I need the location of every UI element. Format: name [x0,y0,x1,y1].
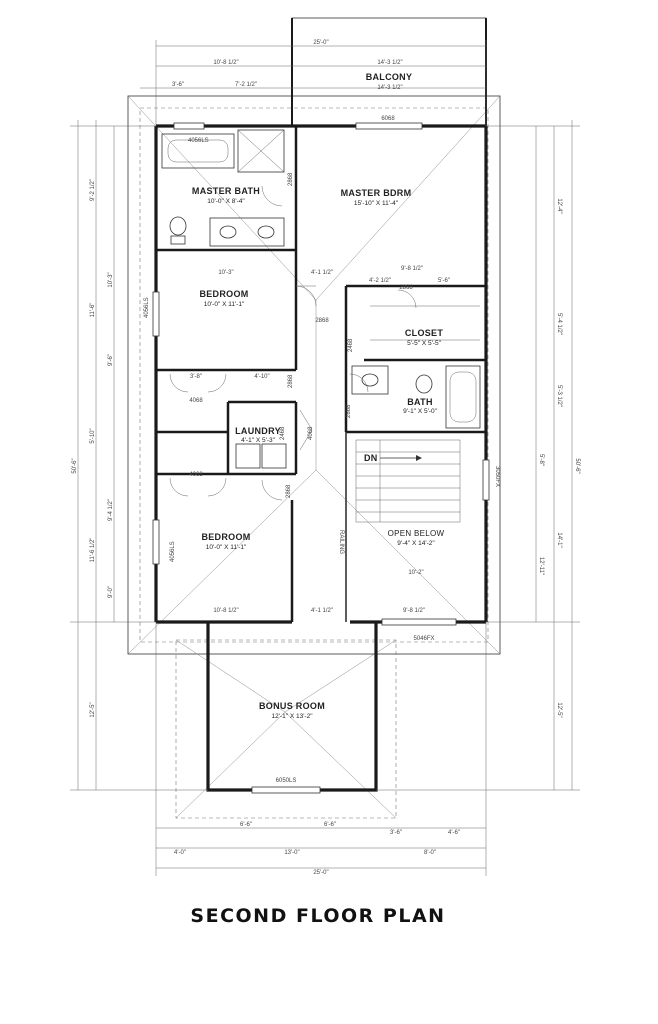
dim-bot-g: 8'-0" [424,850,436,856]
railing-label: RAILING [338,530,344,554]
dim-right-overall: 50'-6" [574,458,580,473]
door-callout: 2468 [280,426,286,440]
laundry-size: 4'-1" X 5'-3" [241,437,276,444]
door-callout: 2468 [348,338,354,352]
dim-bot-overall: 25'-0" [313,870,328,876]
balcony-label: BALCONY [366,72,413,82]
master-bdrm-size: 15'-10" X 11'-4" [354,200,399,207]
open-below-label: OPEN BELOW [388,529,445,538]
dim-left-b: 11'-6" [90,303,96,318]
dim-left-d: 5'-10" [90,428,96,443]
dim-bot-b: 6'-6" [324,822,336,828]
door-callout: 2868 [315,318,329,324]
dim-left-f: 11'-6 1/2" [90,538,96,563]
interior-walls [156,126,486,622]
dim-left-overall: 50'-6" [72,458,78,473]
bedroom-1-size: 10'-0" X 11'-1" [204,301,245,308]
dim-left-e: 9'-4 1/2" [108,499,114,521]
bath-label: BATH [407,397,433,407]
opening-callouts: 4056LS 6068 4056LS 4056LS 3050FX 5046FX … [144,116,500,784]
dim-left-h: 12'-5" [90,702,96,717]
dim-right-d: 5'-8" [538,454,544,466]
roof-overhang [127,95,501,819]
door-callout: 4068 [189,472,203,478]
dim-left-c2: 9'-6" [108,354,114,366]
room-labels: BALCONY MASTER BATH 10'-0" X 8'-4" MASTE… [192,72,445,720]
door-callout: 2868 [286,484,292,498]
dim-bot-f: 13'-0" [284,850,299,856]
bedroom-2-label: BEDROOM [201,532,250,542]
closet-label: CLOSET [405,328,444,338]
master-bdrm-label: MASTER BDRM [341,188,412,198]
window-callout: 4056LS [170,541,176,562]
dim-left-g: 9'-0" [108,586,114,598]
dim-int-c: 9'-8 1/2" [401,266,423,272]
dim-int-b: 4'-1 1/2" [311,270,333,276]
dimension-text: 25'-0" 10'-8 1/2" 14'-3 1/2" 3'-6" 7'-2 … [72,40,580,876]
fixtures [161,129,481,469]
drawing-title: SECOND FLOOR PLAN [190,905,445,927]
door-callout: 2868 [346,404,352,418]
door-callout: 4068 [308,426,314,440]
dim-top-e: 14'-3 1/2" [377,85,402,91]
door-callout: 2868 [399,285,413,291]
dim-right-c: 5'-3 1/2" [556,385,562,407]
door-callout: 2868 [288,172,294,186]
dim-right-f: 12'-11" [538,557,544,575]
dim-int-i: 4'-1 1/2" [311,608,333,614]
bonus-room-label: BONUS ROOM [259,701,325,711]
window-callout: 4056LS [188,138,209,144]
dim-int-g: 4'-10" [254,374,269,380]
window-callout: 4056LS [144,297,150,318]
dim-right-g: 12'-5" [556,702,562,717]
bonus-room-size: 12'-1" X 13'-2" [271,713,313,720]
windows [152,122,490,794]
dim-top-c: 3'-6" [172,82,184,88]
dim-bot-d: 4'-6" [448,830,460,836]
dim-right-b: 5'-4 1/2" [556,313,562,335]
exterior-walls [154,124,488,792]
bath-size: 9'-1" X 5'-0" [403,408,438,415]
dim-top-a: 10'-8 1/2" [213,60,238,66]
dim-int-e: 5'-6" [438,278,450,284]
door-callout: 2868 [288,374,294,388]
stair-down-label: DN [364,453,378,463]
master-bath-label: MASTER BATH [192,186,260,196]
window-callout: 5046FX [413,636,434,642]
dim-top-d: 7'-2 1/2" [235,82,257,88]
door-callout: 4068 [189,398,203,404]
bedroom-1-label: BEDROOM [199,289,248,299]
dim-int-h: 10'-8 1/2" [213,608,238,614]
dim-int-f: 3'-8" [190,374,202,380]
stairs [355,439,461,523]
master-bath-size: 10'-0" X 8'-4" [207,198,245,205]
dimension-lines [70,40,580,876]
dim-int-a: 10'-3" [218,270,233,276]
dim-top-b: 14'-3 1/2" [377,60,402,66]
open-below-size: 9'-4" X 14'-2" [397,540,435,547]
dim-int-d: 4'-2 1/2" [369,278,391,284]
dim-int-k: 10'-2" [408,570,423,576]
laundry-label: LAUNDRY [235,426,281,436]
dim-left-a: 9'-2 1/2" [90,179,96,201]
window-callout: 3050FX [494,466,500,487]
dim-right-e: 14'-1" [556,532,562,547]
doors [169,185,417,501]
door-callout: 6068 [381,116,395,122]
dim-bot-e: 4'-0" [174,850,186,856]
bedroom-2-size: 10'-0" X 11'-1" [206,544,247,551]
window-callout: 6050LS [276,778,297,784]
closet-size: 5'-5" X 5'-5" [407,340,442,347]
dim-bot-c: 3'-6" [390,830,402,836]
dim-left-c: 10'-3" [108,272,114,287]
dim-top-overall: 25'-0" [313,40,328,46]
dim-int-j: 9'-8 1/2" [403,608,425,614]
dim-right-a: 12'-4" [556,198,562,213]
dim-bot-a: 6'-6" [240,822,252,828]
